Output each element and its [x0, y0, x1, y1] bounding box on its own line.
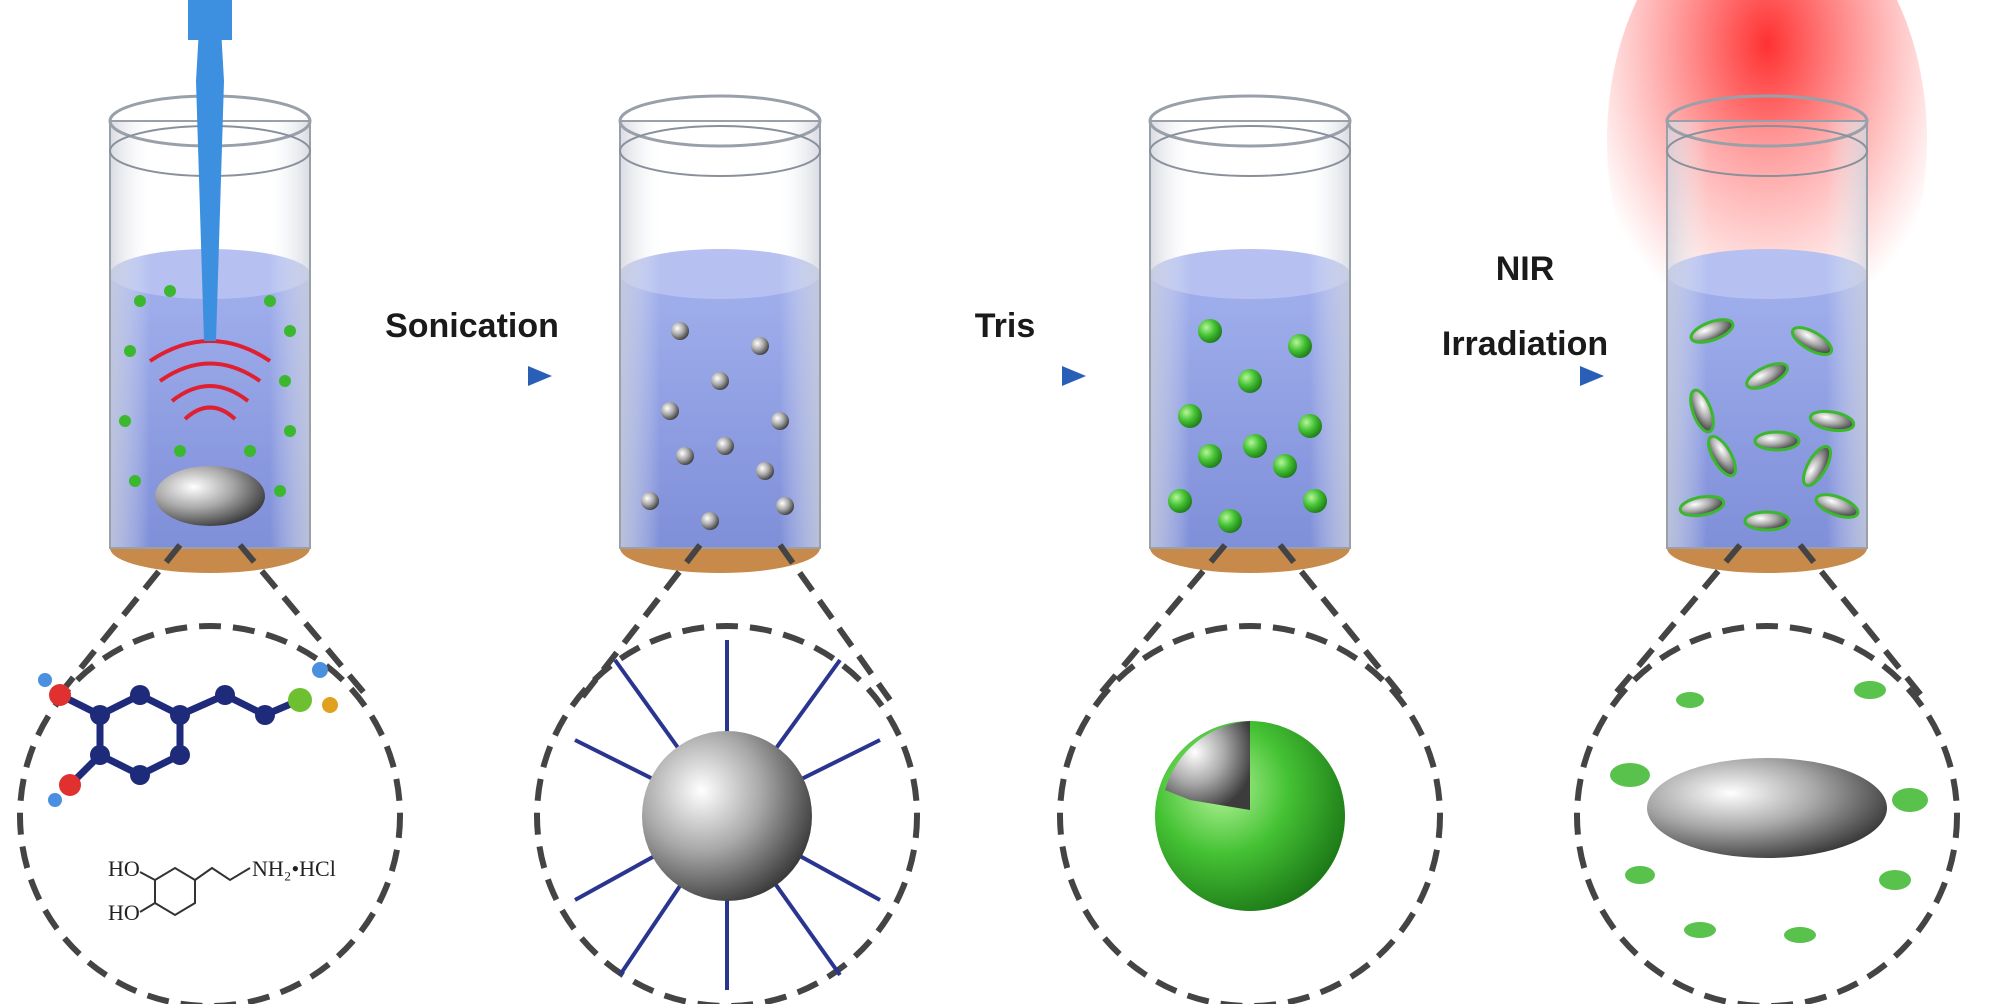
nir-label: NIR	[1496, 250, 1555, 288]
step-sonication: Sonication	[385, 307, 559, 386]
step-nir: NIR Irradiation	[1442, 250, 1608, 386]
zoom-transformed-ellipsoid	[1574, 543, 1960, 1004]
sonicator-tip-icon	[196, 11, 224, 341]
liquid-metal-droplet	[155, 466, 265, 526]
zoom-metal-droplet-coated	[534, 543, 920, 1004]
metal-core-cutaway	[1165, 721, 1250, 810]
arrow-right-icon	[1580, 366, 1604, 386]
liquid-metal-sphere	[642, 731, 812, 901]
jar-1-dopamine-sonication	[108, 0, 312, 575]
irradiation-label: Irradiation	[1442, 325, 1608, 363]
detached-pda-fragments	[1610, 681, 1928, 943]
ho-bottom-label: HO	[108, 900, 140, 925]
arrow-right-icon	[528, 366, 552, 386]
zoom-pda-coated-sphere	[1057, 543, 1443, 1004]
step-tris: Tris	[931, 307, 1086, 386]
elongated-metal-particle	[1647, 758, 1887, 858]
sonication-label: Sonication	[385, 307, 559, 345]
zoom-dopamine: HO HO NH₂•HCl	[17, 543, 403, 1004]
jar-3-polydopamine-coated	[1148, 94, 1352, 575]
tris-label: Tris	[975, 307, 1035, 345]
ho-top-label: HO	[108, 856, 140, 881]
arrow-right-icon	[1062, 366, 1086, 386]
dopamine-structural-formula	[139, 866, 251, 917]
jar-4-transformed-particles	[1665, 94, 1869, 575]
amine-hcl-label: NH₂•HCl	[252, 856, 336, 881]
jar-2-nanodroplets	[618, 94, 822, 575]
dopamine-molecules	[119, 285, 296, 497]
